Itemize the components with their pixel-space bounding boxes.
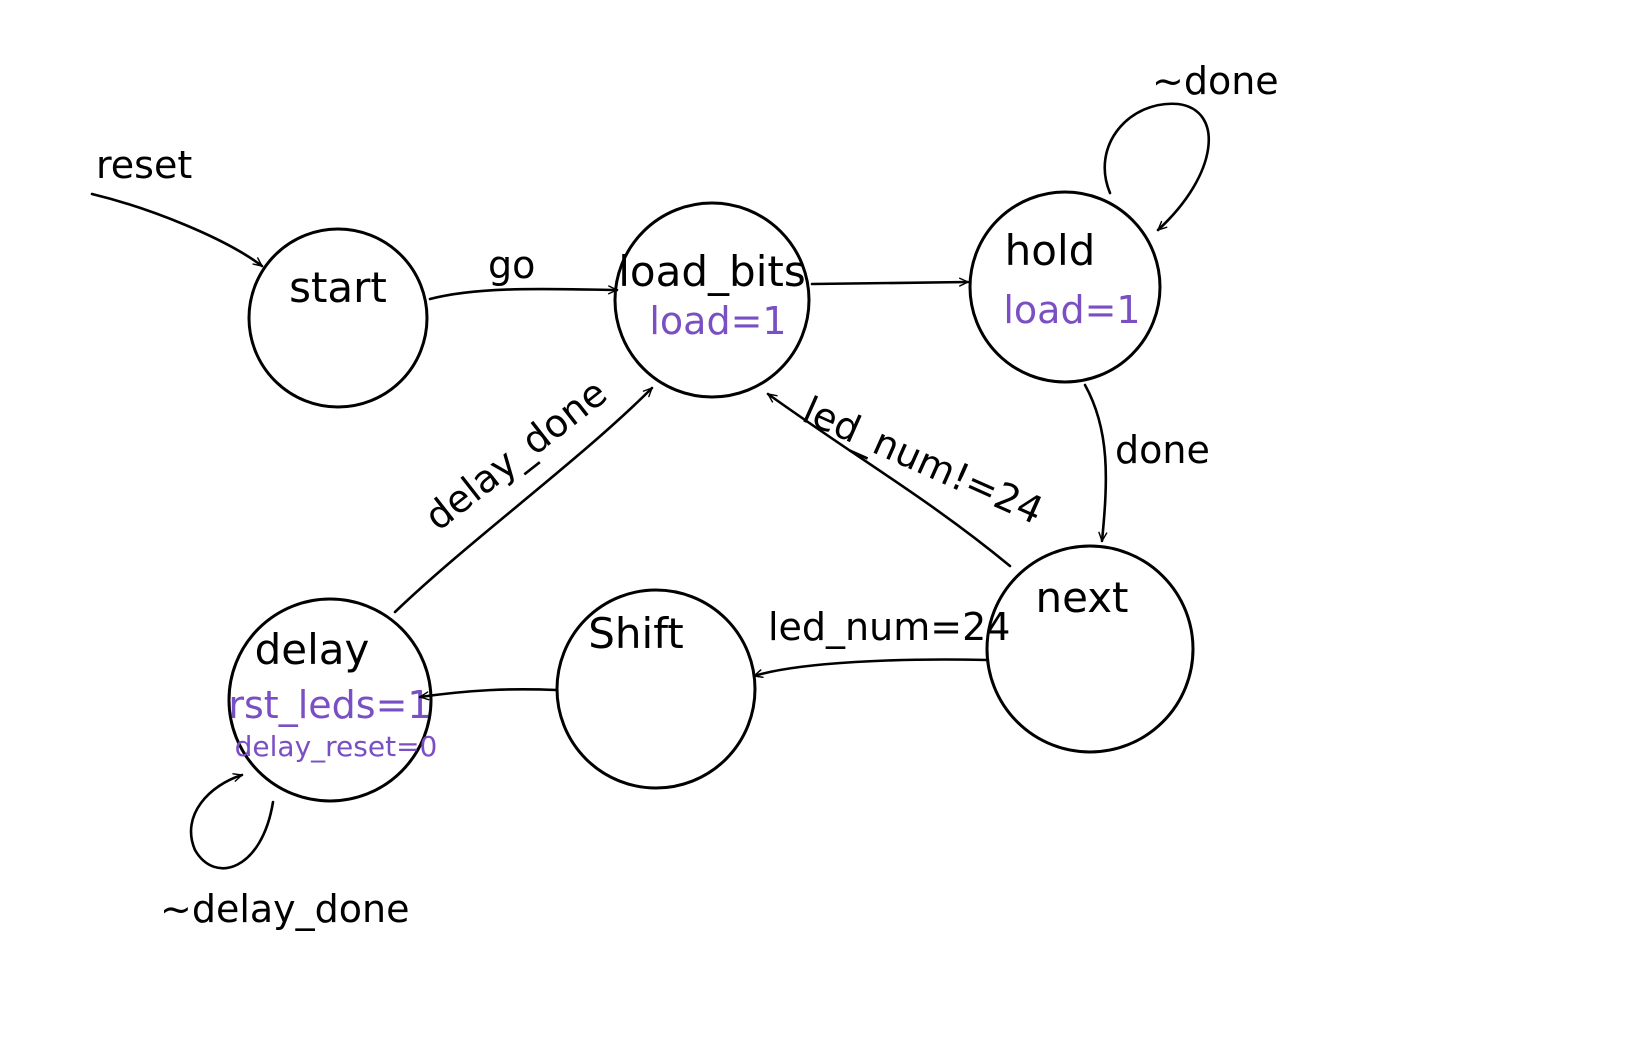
not-delay-done-label: ~delay_done <box>160 887 410 931</box>
state-hold: hold load=1 <box>968 190 1162 384</box>
transition-load-bits-to-hold <box>810 277 970 287</box>
go-arrow <box>428 285 619 301</box>
transition-delay-to-load-bits: delay_done <box>393 370 654 614</box>
delay-done-label: delay_done <box>416 370 615 539</box>
reset-arrow <box>90 192 264 268</box>
transition-reset-entry: reset <box>90 143 264 268</box>
hold-self-loop-arrow <box>1103 102 1211 232</box>
led-num-not-24-arrow <box>766 392 1012 568</box>
state-start-name: start <box>289 263 387 312</box>
reset-label: reset <box>96 143 192 187</box>
transition-next-to-load-bits: led_num!=24 <box>766 388 1050 568</box>
state-next-circle <box>985 544 1195 754</box>
transition-shift-to-delay <box>418 687 558 701</box>
state-shift: Shift <box>555 588 757 790</box>
transition-start-to-load-bits: go <box>428 243 619 301</box>
state-hold-name: hold <box>1005 226 1096 275</box>
state-next-name: next <box>1035 573 1128 622</box>
state-delay-output-1: rst_leds=1 <box>228 683 431 727</box>
not-done-label: ~done <box>1152 59 1279 103</box>
shift-to-delay-arrow <box>418 687 558 701</box>
go-label: go <box>488 243 535 287</box>
state-load-bits-name: load_bits <box>618 247 805 296</box>
led-num-24-label: led_num=24 <box>768 605 1010 649</box>
state-hold-circle <box>968 190 1162 384</box>
state-load-bits-circle <box>613 201 811 399</box>
state-delay-name: delay <box>255 625 370 674</box>
state-start: start <box>247 227 429 409</box>
delay-done-arrow <box>393 386 654 614</box>
done-arrow <box>1083 383 1108 543</box>
state-next: next <box>985 544 1195 754</box>
delay-self-loop-arrow <box>189 773 275 870</box>
transition-next-to-shift: led_num=24 <box>752 605 1010 679</box>
state-start-circle <box>247 227 429 409</box>
state-load-bits: load_bits load=1 <box>613 201 811 399</box>
load-bits-to-hold-arrow <box>810 277 970 287</box>
state-shift-circle <box>555 588 757 790</box>
state-shift-name: Shift <box>588 609 683 658</box>
state-load-bits-output: load=1 <box>649 299 786 343</box>
transition-hold-to-next: done <box>1083 383 1210 543</box>
transition-hold-self: ~done <box>1103 59 1279 232</box>
state-delay-circle <box>227 597 433 803</box>
done-label: done <box>1115 428 1210 472</box>
led-num-24-arrow <box>752 658 990 679</box>
state-delay: delay rst_leds=1 delay_reset=0 <box>227 597 438 803</box>
led-num-not-24-label: led_num!=24 <box>796 388 1049 533</box>
transition-delay-self: ~delay_done <box>160 773 410 931</box>
state-delay-output-2: delay_reset=0 <box>235 730 438 763</box>
state-hold-output: load=1 <box>1003 288 1140 332</box>
